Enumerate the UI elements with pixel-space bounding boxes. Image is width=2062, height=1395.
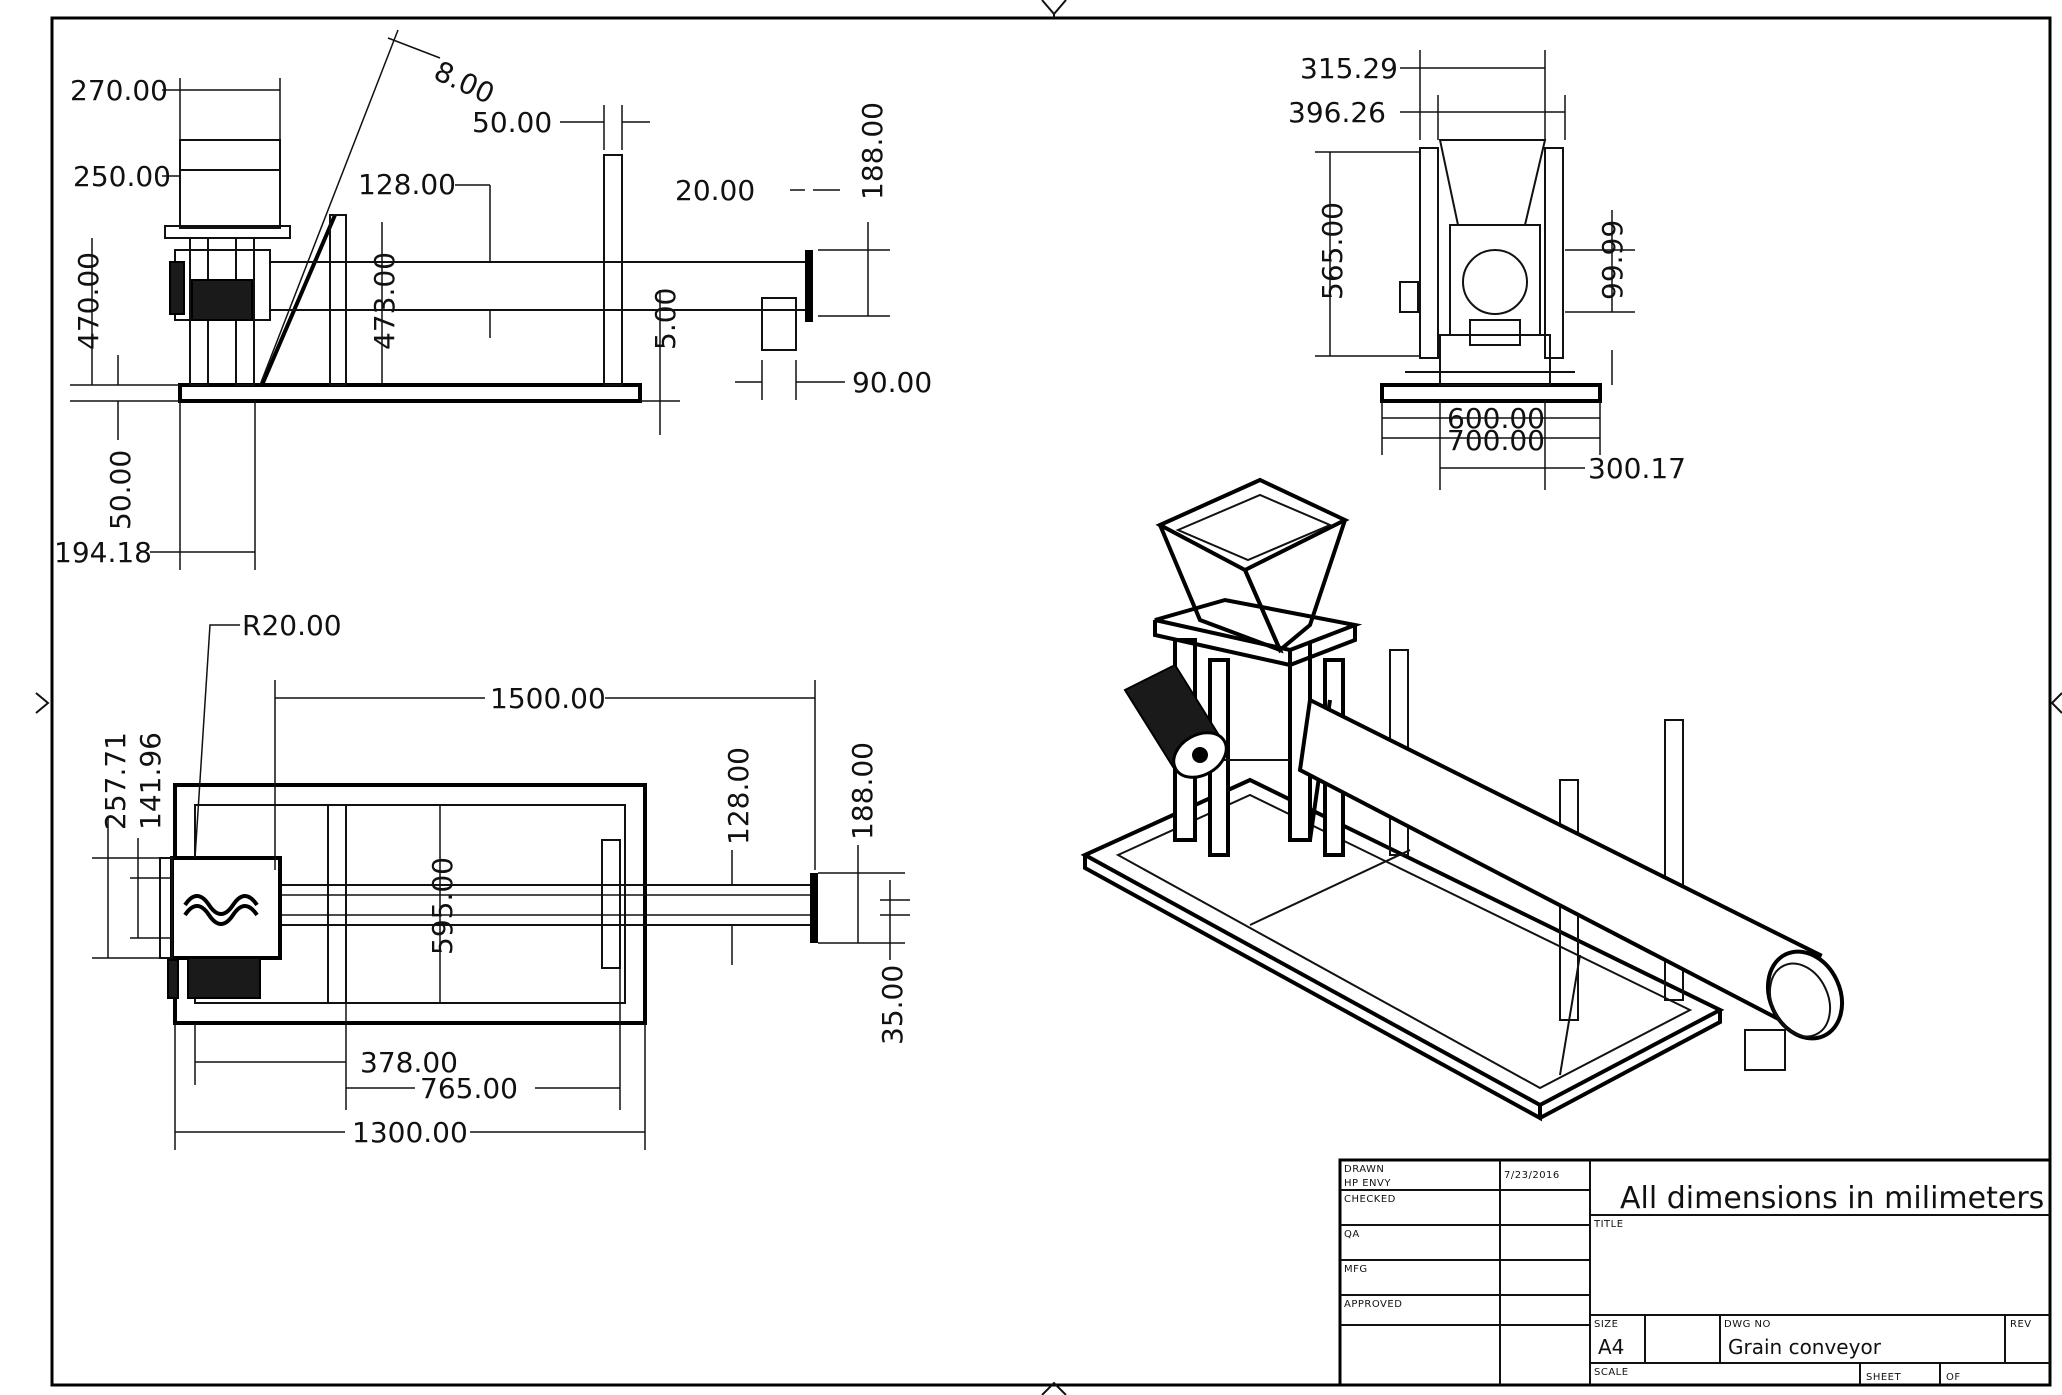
dim-90: 90.00 [852,366,932,399]
tb-title-label: TITLE [1593,1219,1624,1230]
dim-396: 396.26 [1288,96,1386,129]
dim-270: 270.00 [70,74,168,107]
tb-checked-label: CHECKED [1344,1194,1396,1205]
tb-dwg-label: DWG NO [1724,1319,1771,1330]
isometric-view [1080,477,1844,1122]
center-mark-top [1041,0,1067,16]
tb-drawn-label: DRAWN [1344,1164,1384,1175]
dim-315: 315.29 [1300,52,1398,85]
center-mark-left [35,692,50,714]
tb-date: 7/23/2016 [1504,1170,1560,1181]
dim-257: 257.71 [99,732,132,830]
dim-141: 141.96 [134,732,167,830]
dim-600: 600.00 [1447,402,1545,435]
dim-470: 470.00 [72,252,105,350]
tb-rev-label: REV [2010,1319,2032,1330]
dim-50-left: 50.00 [104,450,137,530]
dim-99: 99.99 [1596,220,1629,300]
plan-view: R20.00 1500.00 257.71 141.96 128.00 188.… [92,609,910,1150]
tb-size: A4 [1598,1335,1624,1359]
dim-20: 20.00 [675,174,755,207]
dim-473: 473.00 [368,252,401,350]
end-view: 315.29 396.26 565.00 99.99 600.00 700.00… [1288,50,1686,490]
dim-5: 5.00 [649,288,682,350]
tb-drawn-by: HP ENVY [1344,1178,1391,1189]
tb-dwg-no: Grain conveyor [1728,1335,1882,1359]
dim-194: 194.18 [54,536,152,569]
dim-700: 700.00 [1447,424,1545,457]
dim-250: 250.00 [73,160,171,193]
dim-128-front: 128.00 [358,168,456,201]
tb-size-label: SIZE [1594,1319,1618,1330]
tb-sheet-label: SHEET [1866,1372,1902,1383]
dim-35: 35.00 [876,965,909,1045]
tb-of-label: OF [1946,1372,1961,1383]
dim-50-top: 50.00 [472,106,552,139]
front-view: 270.00 250.00 8.00 50.00 128.00 20.00 18… [54,29,932,570]
dim-378: 378.00 [360,1046,458,1079]
tb-note: All dimensions in milimeters [1620,1181,2044,1216]
center-mark-right [2050,692,2062,714]
dim-r20: R20.00 [242,609,342,642]
dim-188-front: 188.00 [856,102,889,200]
dim-595: 595.00 [426,857,459,955]
dim-128-plan: 128.00 [722,747,755,845]
tb-qa-label: QA [1344,1229,1360,1240]
dim-765: 765.00 [420,1072,518,1105]
dim-1500: 1500.00 [490,682,606,715]
title-block: DRAWN HP ENVY 7/23/2016 CHECKED QA MFG A… [1338,1158,2052,1387]
dim-300: 300.17 [1588,452,1686,485]
dim-1300: 1300.00 [352,1116,468,1149]
dim-188-plan: 188.00 [846,742,879,840]
center-mark-bottom [1041,1381,1067,1395]
tb-scale-label: SCALE [1594,1367,1629,1378]
dim-565: 565.00 [1316,202,1349,300]
tb-mfg-label: MFG [1344,1264,1368,1275]
dim-8: 8.00 [429,54,499,110]
tb-approved-label: APPROVED [1344,1299,1402,1310]
